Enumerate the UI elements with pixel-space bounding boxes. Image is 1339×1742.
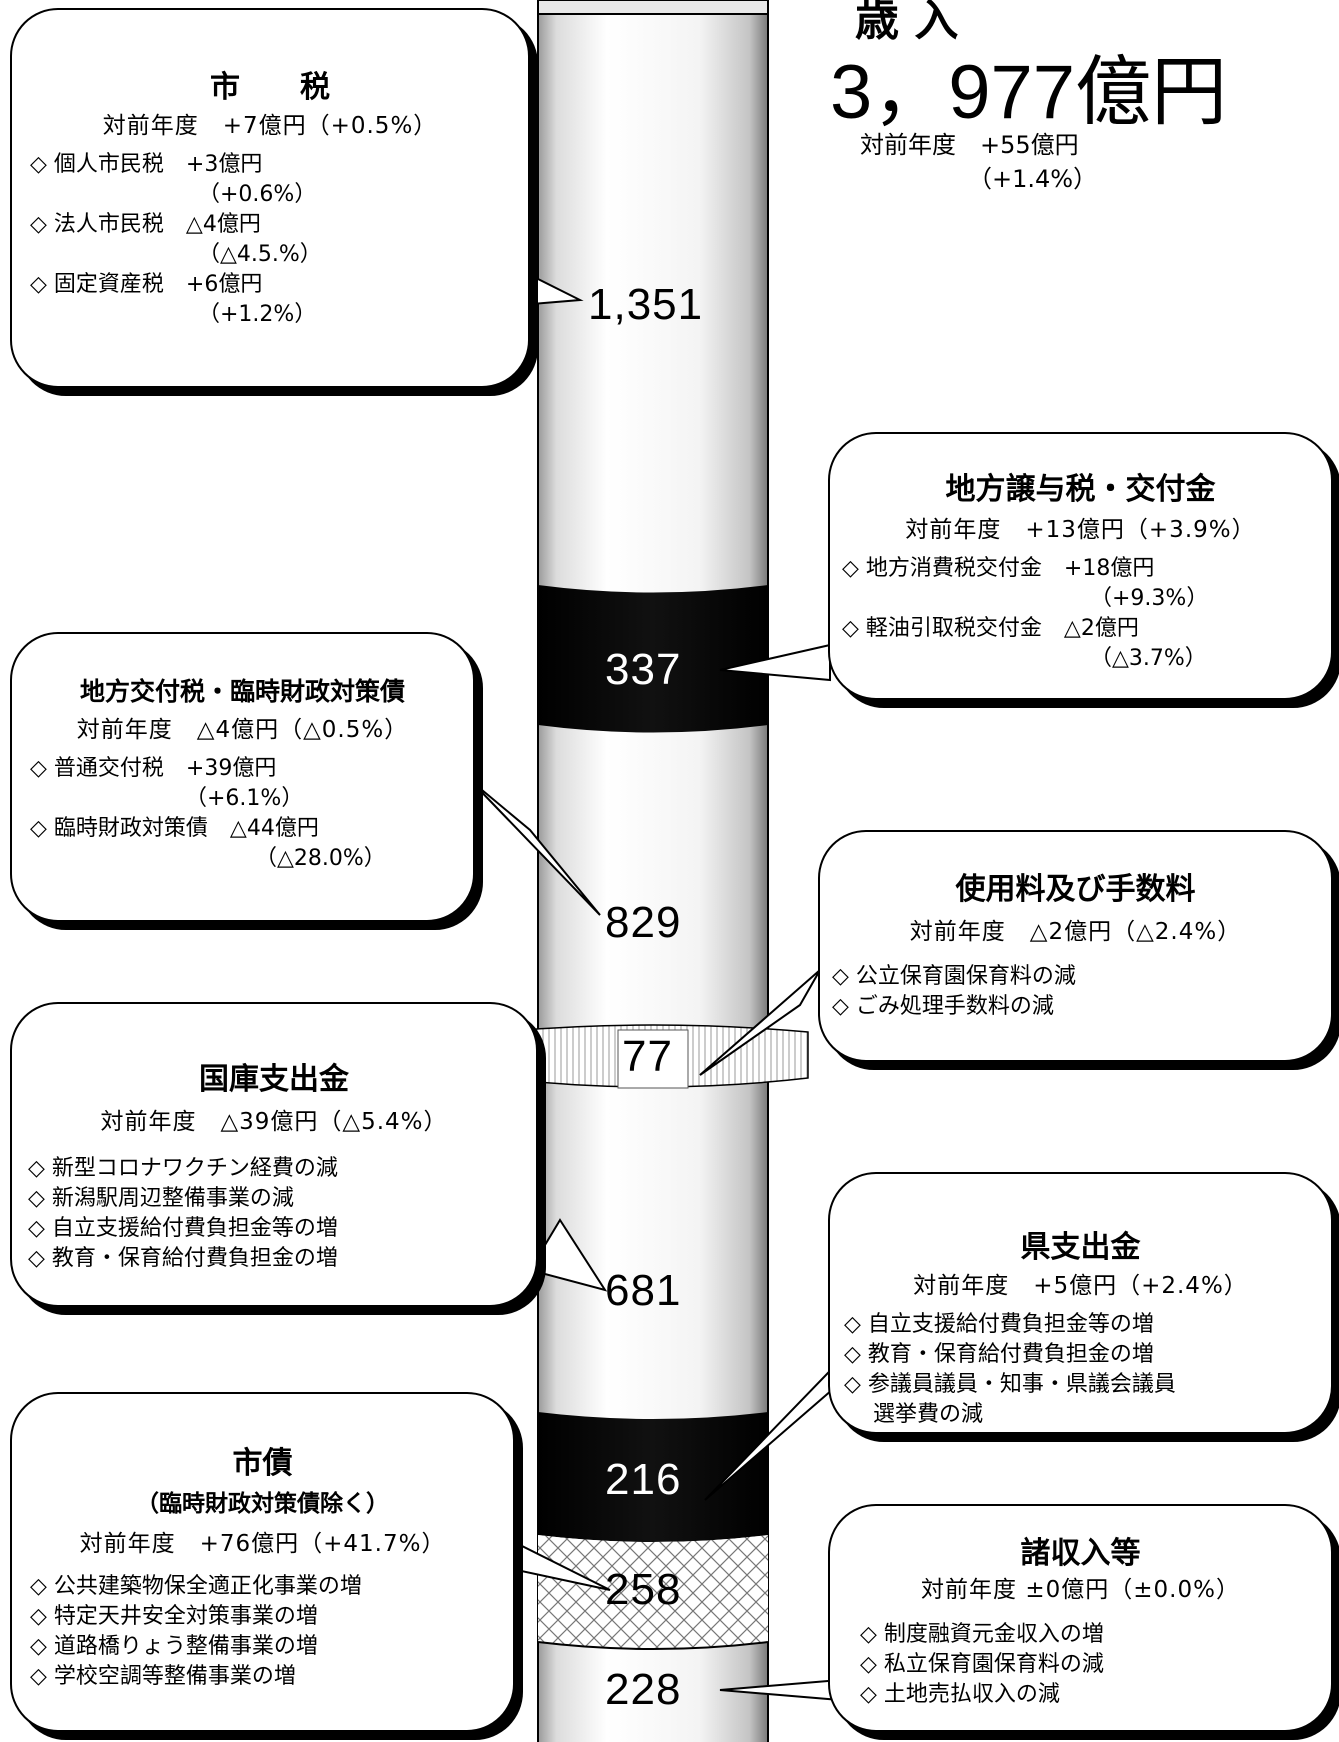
list-item: ◇ 臨時財政対策債 △44億円 bbox=[30, 816, 319, 841]
callout-change: 対前年度 +5億円（+2.4%） bbox=[913, 1273, 1248, 1299]
value-bonds: 258 bbox=[605, 1565, 682, 1614]
list-item: ◇ 私立保育園保育料の減 bbox=[860, 1652, 1104, 1677]
list-item: ◇ 法人市民税 △4億円 bbox=[30, 212, 261, 237]
callout-items: ◇ 地方消費税交付金 +18億円 （+9.3%） ◇ 軽油引取税交付金 △2億円… bbox=[842, 554, 1208, 674]
list-item: ◇ 道路橋りょう整備事業の増 bbox=[30, 1634, 318, 1659]
callout-items: ◇ 公共建築物保全適正化事業の増 ◇ 特定天井安全対策事業の増 ◇ 道路橋りょう… bbox=[30, 1572, 362, 1692]
callout-local-transfer: 地方譲与税・交付金 対前年度 +13億円（+3.9%） ◇ 地方消費税交付金 +… bbox=[828, 432, 1333, 700]
callout-fees: 使用料及び手数料 対前年度 △2億円（△2.4%） ◇ 公立保育園保育料の減 ◇… bbox=[818, 830, 1333, 1062]
callout-change: 対前年度 △2億円（△2.4%） bbox=[909, 919, 1242, 945]
total-change-pct: （+1.4%） bbox=[968, 165, 1098, 193]
tail-fees bbox=[699, 969, 821, 1076]
value-pref-subsidy: 216 bbox=[605, 1455, 682, 1504]
callout-local-allocation: 地方交付税・臨時財政対策債 対前年度 △4億円（△0.5%） ◇ 普通交付税 +… bbox=[10, 632, 475, 922]
callout-change: 対前年度 +76億円（+41.7%） bbox=[79, 1531, 446, 1557]
callout-bonds: 市債 （臨時財政対策債除く） 対前年度 +76億円（+41.7%） ◇ 公共建築… bbox=[10, 1392, 515, 1732]
segment-bonds bbox=[538, 1535, 768, 1649]
list-item: ◇ 制度融資元金収入の増 bbox=[860, 1622, 1104, 1647]
callout-pref-subsidy: 県支出金 対前年度 +5億円（+2.4%） ◇ 自立支援給付費負担金等の増 ◇ … bbox=[828, 1172, 1333, 1434]
callout-items: ◇ 制度融資元金収入の増 ◇ 私立保育園保育料の減 ◇ 土地売払収入の減 bbox=[860, 1620, 1104, 1710]
callout-items: ◇ 公立保育園保育料の減 ◇ ごみ処理手数料の減 bbox=[832, 962, 1076, 1022]
callout-items: ◇ 新型コロナワクチン経費の減 ◇ 新潟駅周辺整備事業の減 ◇ 自立支援給付費負… bbox=[28, 1154, 338, 1274]
list-item: ◇ 公立保育園保育料の減 bbox=[832, 964, 1076, 989]
value-local-transfer: 337 bbox=[605, 645, 682, 694]
callout-title: 市 税 bbox=[210, 70, 330, 105]
list-item-sub: （△3.7%） bbox=[1090, 646, 1207, 671]
callout-title: 地方交付税・臨時財政対策債 bbox=[79, 677, 405, 706]
list-item: ◇ 普通交付税 +39億円 bbox=[30, 756, 277, 781]
list-item-sub: （+6.1%） bbox=[185, 786, 304, 811]
list-item: ◇ 土地売払収入の減 bbox=[860, 1682, 1060, 1707]
list-item: ◇ 公共建築物保全適正化事業の増 bbox=[30, 1574, 362, 1599]
pillar-top-band bbox=[537, 0, 769, 15]
list-item: ◇ 新潟駅周辺整備事業の減 bbox=[28, 1186, 294, 1211]
value-local-allocation: 829 bbox=[605, 898, 682, 947]
segment-pref-subsidy bbox=[538, 1412, 768, 1542]
callout-title: 市債 bbox=[232, 1446, 293, 1481]
list-item: ◇ 固定資産税 +6億円 bbox=[30, 272, 263, 297]
callout-change: 対前年度 △4億円（△0.5%） bbox=[76, 717, 409, 743]
callout-subtitle: （臨時財政対策債除く） bbox=[136, 1491, 389, 1517]
list-item-sub: （+9.3%） bbox=[1090, 586, 1209, 611]
segment-local-transfer bbox=[538, 585, 768, 733]
value-fees: 77 bbox=[622, 1032, 673, 1081]
total-title: 歳 入 bbox=[855, 0, 959, 46]
value-misc: 228 bbox=[605, 1665, 682, 1714]
list-item-sub: （+0.6%） bbox=[198, 182, 317, 207]
list-item: ◇ 教育・保育給付費負担金の増 bbox=[844, 1342, 1154, 1367]
tail-local-allocation bbox=[469, 779, 601, 916]
callout-misc: 諸収入等 対前年度 ±0億円（±0.0%） ◇ 制度融資元金収入の増 ◇ 私立保… bbox=[828, 1504, 1333, 1732]
list-item: ◇ 地方消費税交付金 +18億円 bbox=[842, 556, 1155, 581]
value-city-tax: 1,351 bbox=[588, 280, 704, 329]
list-item: ◇ 自立支援給付費負担金等の増 bbox=[28, 1216, 338, 1241]
list-item: ◇ ごみ処理手数料の減 bbox=[832, 994, 1054, 1019]
list-item: ◇ 特定天井安全対策事業の増 bbox=[30, 1604, 318, 1629]
list-item: ◇ 参議員議員・知事・県議会議員 bbox=[844, 1372, 1176, 1397]
list-item-sub: （△28.0%） bbox=[255, 846, 386, 871]
callout-city-tax: 市 税 対前年度 +7億円（+0.5%） ◇ 個人市民税 +3億円 （+0.6%… bbox=[10, 8, 530, 388]
tail-national-subsidy bbox=[528, 1218, 608, 1292]
callout-change: 対前年度 +7億円（+0.5%） bbox=[102, 113, 438, 139]
total-amount: 3，977億円 bbox=[830, 50, 1228, 135]
callout-national-subsidy: 国庫支出金 対前年度 △39億円（△5.4%） ◇ 新型コロナワクチン経費の減 … bbox=[10, 1002, 538, 1307]
list-item: ◇ 学校空調等整備事業の増 bbox=[30, 1664, 296, 1689]
list-item: ◇ 新型コロナワクチン経費の減 bbox=[28, 1156, 338, 1181]
list-item: ◇ 個人市民税 +3億円 bbox=[30, 152, 263, 177]
callout-items: ◇ 普通交付税 +39億円 （+6.1%） ◇ 臨時財政対策債 △44億円 （△… bbox=[30, 754, 386, 874]
callout-title: 使用料及び手数料 bbox=[955, 872, 1196, 907]
total-change: 対前年度 +55億円 （+1.4%） bbox=[860, 128, 1097, 196]
total-change-amount: 対前年度 +55億円 bbox=[860, 131, 1079, 159]
list-item: ◇ 教育・保育給付費負担金の増 bbox=[28, 1246, 338, 1271]
callout-title: 県支出金 bbox=[1020, 1230, 1141, 1265]
list-item: ◇ 自立支援給付費負担金等の増 bbox=[844, 1312, 1154, 1337]
callout-title: 地方譲与税・交付金 bbox=[945, 472, 1216, 507]
list-item-sub: （+1.2%） bbox=[198, 302, 317, 327]
value-national-subsidy: 681 bbox=[605, 1266, 682, 1315]
callout-change: 対前年度 +13億円（+3.9%） bbox=[905, 517, 1256, 543]
callout-title: 諸収入等 bbox=[1020, 1536, 1141, 1571]
callout-change: 対前年度 △39億円（△5.4%） bbox=[100, 1109, 448, 1135]
list-item-sub: （△4.5.%） bbox=[198, 242, 322, 267]
callout-items: ◇ 個人市民税 +3億円 （+0.6%） ◇ 法人市民税 △4億円 （△4.5.… bbox=[30, 150, 322, 330]
segment-fees-label-box bbox=[617, 1029, 689, 1089]
callout-items: ◇ 自立支援給付費負担金等の増 ◇ 教育・保育給付費負担金の増 ◇ 参議員議員・… bbox=[844, 1310, 1176, 1430]
list-item: ◇ 軽油引取税交付金 △2億円 bbox=[842, 616, 1139, 641]
callout-change: 対前年度 ±0億円（±0.0%） bbox=[921, 1577, 1240, 1603]
list-item: 選挙費の減 bbox=[844, 1402, 983, 1427]
callout-title: 国庫支出金 bbox=[199, 1062, 349, 1097]
